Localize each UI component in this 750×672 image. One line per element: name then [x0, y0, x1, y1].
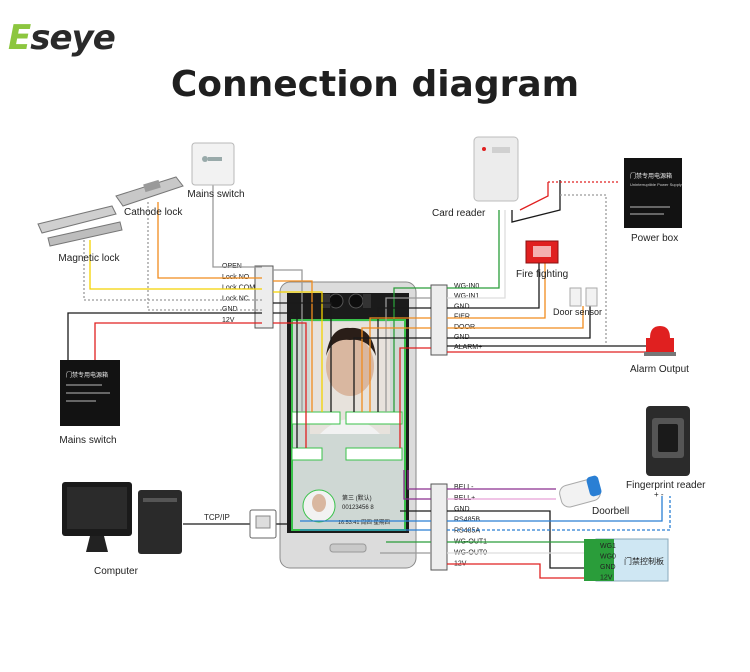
doorbell-label: Doorbell [592, 506, 629, 517]
output-terminal-label-4: RS485A [454, 528, 480, 535]
power-box-subtext: Uninterruptible Power Supply [630, 182, 682, 187]
brand-logo-rest: seye [30, 18, 116, 58]
input-terminal-block [430, 284, 448, 356]
fingerprint-plus-minus: + - [654, 490, 664, 499]
rj45-port-icon [249, 509, 277, 539]
door-sensor-label: Door sensor [553, 307, 602, 317]
alarm-output-label: Alarm Output [630, 364, 689, 375]
fire-fighting-label: Fire fighting [516, 269, 568, 280]
controller-pin-label-1: WG0 [600, 554, 616, 561]
output-terminal-label-3: RS485B [454, 517, 480, 524]
access-control-board [584, 538, 669, 582]
input-terminal-label-1: WG-IN1 [454, 293, 479, 300]
power-supply-left-text: 门禁专用电源箱 [66, 371, 108, 379]
fingerprint-reader-icon [646, 406, 690, 476]
screen-time: 16:53:41 周四 星期四 [338, 519, 390, 526]
power-box-icon: 门禁专用电源箱 Uninterruptible Power Supply [624, 158, 682, 228]
relay-terminal-label-3: Lock NC [222, 295, 249, 302]
input-terminal-label-2: GND [454, 303, 470, 310]
alarm-siren-icon [644, 326, 676, 356]
controller-pin-label-3: 12V [600, 575, 613, 582]
controller-pin-label-2: GND [600, 564, 616, 571]
right-bottom-wiring [183, 470, 671, 579]
controller-board-label: 门禁控制板 [624, 556, 664, 566]
door-sensor-icon [569, 287, 598, 307]
brand-logo: Eseye [8, 18, 116, 58]
tcp-ip-label: TCP/IP [204, 513, 230, 522]
computer-label: Computer [94, 566, 139, 577]
input-terminal-label-3: FIER [454, 314, 470, 321]
relay-terminal-label-1: Lock NO [222, 274, 250, 281]
relay-terminal-label-5: 12V [222, 317, 235, 324]
cathode-lock-icon [115, 176, 184, 207]
mains-switch-top-label: Mains switch [187, 189, 244, 200]
screen-info-line1: 第三 (默认) [342, 494, 372, 502]
cathode-lock-label: Cathode lock [124, 207, 183, 218]
fingerprint-reader-label: Fingerprint reader [626, 480, 706, 491]
magnetic-lock-label: Magnetic lock [58, 253, 120, 264]
controller-pin-label-0: WG1 [600, 543, 616, 550]
left-wiring [67, 177, 332, 448]
input-terminal-label-6: ALARM+ [454, 344, 482, 351]
card-reader-icon [473, 136, 519, 202]
output-terminal-block [430, 483, 448, 571]
output-terminal-label-0: BELL- [454, 484, 474, 491]
right-top-wiring [353, 180, 660, 448]
relay-terminal-block [254, 265, 274, 329]
page-title: Connection diagram [170, 64, 580, 105]
face-recognition-terminal: 第三 (默认) 00123456 8 16:53:41 周四 星期四 [279, 281, 417, 569]
mains-switch-left-label: Mains switch [59, 435, 116, 446]
mains-switch-button-icon [191, 142, 235, 186]
input-terminal-label-0: WG-IN0 [454, 283, 479, 290]
magnetic-lock-icon [37, 205, 123, 247]
card-reader-label: Card reader [432, 208, 486, 219]
power-box-text: 门禁专用电源箱 [630, 172, 672, 180]
input-terminal-label-4: DOOR [454, 324, 475, 331]
screen-info-line2: 00123456 8 [342, 505, 374, 511]
doorbell-icon [559, 475, 602, 508]
relay-terminal-label-2: Lock COM [222, 285, 255, 292]
computer-icon [62, 482, 182, 554]
power-supply-left-icon: 门禁专用电源箱 [60, 360, 120, 426]
brand-logo-first-letter: E [8, 18, 31, 58]
fire-alarm-icon [525, 240, 559, 264]
power-box-label: Power box [631, 233, 678, 244]
output-terminal-label-2: GND [454, 506, 470, 513]
